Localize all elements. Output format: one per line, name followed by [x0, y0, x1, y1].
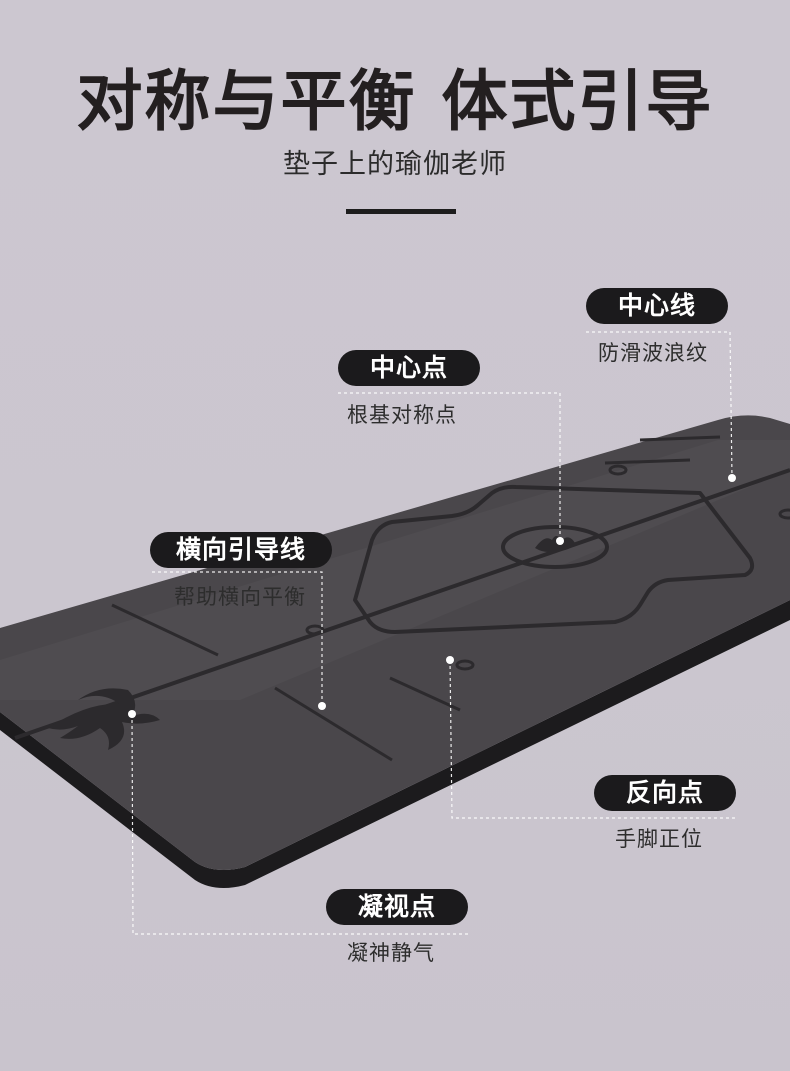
anchor-dot	[556, 537, 564, 545]
flame-logo-icon	[48, 688, 160, 750]
reverse-point-mark	[608, 464, 628, 476]
anchor-dot	[728, 474, 736, 482]
callout-reverse-point-label: 反向点	[594, 775, 736, 811]
callout-center-point-description: 根基对称点	[347, 403, 457, 427]
callout-center-line-description: 防滑波浪纹	[598, 341, 708, 365]
anchor-dots	[128, 474, 736, 718]
page-subtitle: 垫子上的瑜伽老师	[283, 149, 507, 180]
center-medallion-mark	[501, 525, 609, 569]
center-logo-icon	[535, 536, 576, 552]
title-divider	[346, 209, 456, 214]
diamond-guide-mark	[353, 484, 755, 634]
reverse-point-mark	[778, 508, 790, 520]
reverse-point-mark	[455, 659, 475, 671]
reverse-point-mark	[305, 624, 325, 636]
connector-center-line	[586, 331, 733, 479]
guide-mark	[639, 435, 721, 442]
guide-mark	[389, 676, 461, 712]
mat-surface	[0, 415, 790, 871]
connector-focus-point	[131, 713, 470, 935]
connector-center-point	[338, 392, 561, 541]
callout-focus-point-label: 凝视点	[326, 889, 468, 925]
guide-mark	[604, 458, 691, 465]
callout-center-line-label: 中心线	[586, 288, 728, 324]
connector-reverse-point	[449, 659, 735, 819]
guide-mark	[274, 686, 393, 762]
callout-focus-point-description: 凝神静气	[347, 941, 435, 965]
callout-reverse-point-description: 手脚正位	[615, 827, 703, 851]
anchor-dot	[446, 656, 454, 664]
connector-lines	[131, 331, 735, 935]
anchor-dot	[318, 702, 326, 710]
guide-mark	[111, 603, 219, 657]
center-line-mark	[14, 468, 790, 740]
anchor-dot	[128, 710, 136, 718]
callout-center-point-label: 中心点	[338, 350, 480, 386]
callout-horizontal-guide-label: 横向引导线	[150, 532, 332, 568]
callout-horizontal-guide-description: 帮助横向平衡	[174, 585, 306, 609]
page-title: 对称与平衡 体式引导	[76, 63, 714, 140]
connector-horizontal-guide	[152, 571, 323, 706]
